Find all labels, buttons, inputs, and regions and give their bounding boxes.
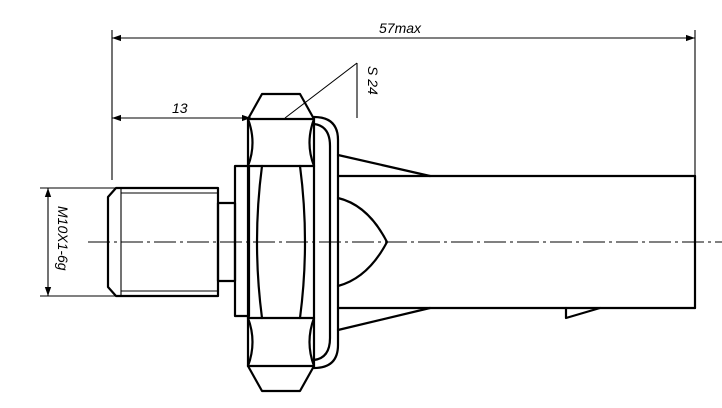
thread-spec-label: M10X1-6g [55, 206, 71, 271]
flange-collar [312, 115, 340, 370]
neck-and-washer [216, 164, 251, 318]
wrench-size-label: S 24 [365, 66, 381, 95]
connector-tab [564, 306, 602, 320]
thread-length-label: 13 [172, 100, 188, 116]
thread-diameter-dimension: M10X1-6g [40, 187, 120, 297]
wrench-size-leader: S 24 [284, 62, 381, 119]
hex-nut [246, 92, 316, 393]
threaded-stud [106, 186, 220, 298]
sensor-housing [336, 153, 697, 332]
thread-length-dimension: 13 [112, 100, 251, 122]
overall-length-label: 57max [379, 20, 422, 36]
overall-length-dimension: 57max [111, 20, 696, 180]
